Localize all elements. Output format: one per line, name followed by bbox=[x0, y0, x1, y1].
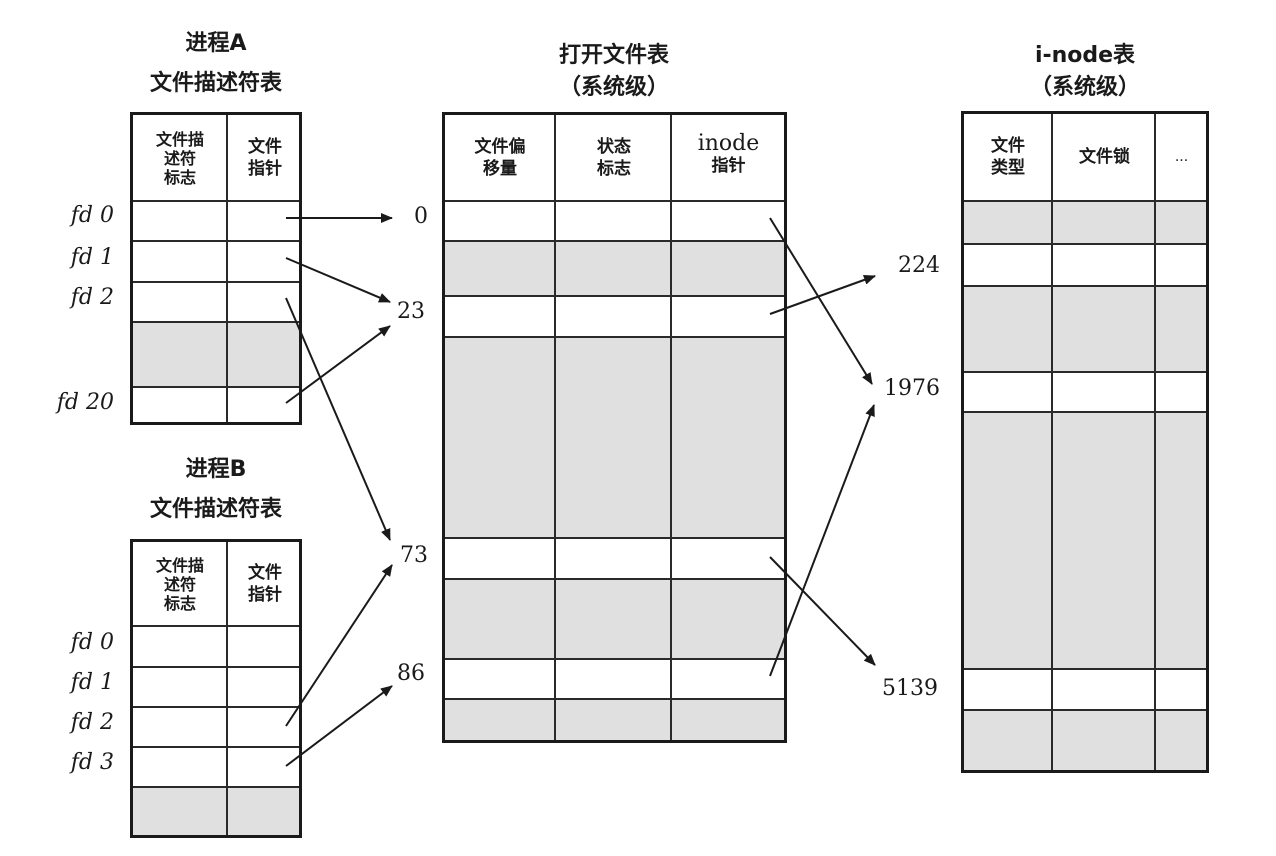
arrow-open-86-to-inode-1976 bbox=[769, 404, 875, 677]
process-b-header-pointer: 文件 指针 bbox=[248, 563, 282, 605]
process-a-title-line1: 进程A bbox=[185, 31, 247, 56]
process-b-fd3-label: fd 3 bbox=[70, 750, 114, 775]
arrow-a-fd20-to-open-23 bbox=[285, 325, 391, 404]
inode-row-unused bbox=[964, 285, 1206, 371]
process-b-fd2-label: fd 2 bbox=[70, 710, 114, 735]
inode-table-title-line2: （系统级） bbox=[1029, 75, 1140, 100]
open-file-table-title-line2: （系统级） bbox=[558, 75, 669, 100]
process-b-fd1-label: fd 1 bbox=[70, 670, 114, 695]
open-file-entry-73-label: 73 bbox=[400, 543, 428, 568]
open-file-row-0 bbox=[445, 200, 784, 240]
inode-row-unused bbox=[964, 411, 1206, 668]
inode-table-title: i-node表 （系统级） bbox=[962, 40, 1208, 104]
open-file-header-inode-en: inode bbox=[697, 131, 760, 156]
inode-table-title-line1: i-node表 bbox=[1034, 43, 1136, 68]
open-file-table: 文件偏 移量 状态 标志 inode 指针 bbox=[442, 112, 787, 743]
process-a-fd20-label: fd 20 bbox=[56, 390, 114, 415]
open-file-entry-86-label: 86 bbox=[397, 661, 425, 686]
arrow-open-73-to-inode-5139 bbox=[769, 556, 876, 666]
process-a-row-fd20 bbox=[133, 386, 299, 422]
arrow-a-fd2-to-open-73 bbox=[285, 297, 391, 541]
open-file-row-unused bbox=[445, 240, 784, 295]
inode-column-divider bbox=[1154, 114, 1156, 770]
inode-row-5139 bbox=[964, 668, 1206, 709]
inode-row-unused bbox=[964, 709, 1206, 770]
open-file-header-offset: 文件偏 移量 bbox=[474, 137, 526, 179]
open-file-column-divider bbox=[554, 115, 556, 740]
open-file-row-unused bbox=[445, 698, 784, 740]
process-a-header-pointer: 文件 指针 bbox=[248, 137, 282, 179]
process-a-header-flags: 文件描 述符 标志 bbox=[155, 129, 204, 187]
process-b-fd0-label: fd 0 bbox=[70, 630, 114, 655]
process-a-column-divider bbox=[226, 115, 228, 422]
process-b-row-fd2 bbox=[133, 706, 299, 746]
process-a-fd-table: 文件描 述符 标志 文件 指针 bbox=[130, 112, 302, 425]
process-b-title-line2: 文件描述符表 bbox=[149, 497, 282, 522]
arrow-b-fd3-to-open-86 bbox=[285, 685, 393, 767]
open-file-table-title: 打开文件表 （系统级） bbox=[442, 40, 786, 104]
inode-column-divider bbox=[1051, 114, 1053, 770]
process-a-row-fd1 bbox=[133, 240, 299, 281]
inode-table: 文件 类型 文件锁 ... bbox=[961, 111, 1209, 773]
inode-header-file-lock: 文件锁 bbox=[1079, 147, 1130, 167]
process-b-header-flags: 文件描 述符 标志 bbox=[155, 555, 204, 613]
open-file-header-inode-pointer: inode 指针 bbox=[673, 115, 784, 195]
inode-row-unused bbox=[964, 200, 1206, 243]
arrow-a-fd1-to-open-23 bbox=[285, 257, 391, 303]
process-b-column-divider bbox=[226, 542, 228, 835]
process-b-row-fd3 bbox=[133, 746, 299, 786]
open-file-table-title-line1: 打开文件表 bbox=[558, 43, 669, 68]
inode-header-more: ... bbox=[1174, 149, 1189, 165]
process-a-fd2-label: fd 2 bbox=[70, 285, 114, 310]
arrow-open-0-to-inode-1976 bbox=[769, 217, 873, 385]
open-file-entry-0-label: 0 bbox=[414, 204, 428, 229]
process-a-title-line2: 文件描述符表 bbox=[149, 71, 282, 96]
open-file-row-73 bbox=[445, 537, 784, 578]
open-file-header-inode-cn: 指针 bbox=[711, 156, 746, 176]
inode-row-1976 bbox=[964, 371, 1206, 411]
inode-entry-5139-label: 5139 bbox=[882, 676, 938, 701]
inode-entry-1976-label: 1976 bbox=[884, 376, 940, 401]
open-file-row-86 bbox=[445, 658, 784, 698]
process-b-row-fd0 bbox=[133, 625, 299, 666]
process-a-row-fd0 bbox=[133, 200, 299, 240]
process-b-row-unused bbox=[133, 786, 299, 835]
process-a-row-unused bbox=[133, 321, 299, 386]
open-file-header-status: 状态 标志 bbox=[597, 137, 631, 179]
process-b-fd-table: 文件描 述符 标志 文件 指针 bbox=[130, 539, 302, 838]
arrow-open-23-to-inode-224 bbox=[769, 275, 876, 315]
process-b-title: 进程B 文件描述符表 bbox=[130, 454, 302, 526]
arrow-b-fd2-to-open-73 bbox=[285, 564, 393, 727]
process-a-row-fd2 bbox=[133, 281, 299, 321]
open-file-row-unused bbox=[445, 578, 784, 658]
open-file-row-unused bbox=[445, 336, 784, 537]
process-a-fd1-label: fd 1 bbox=[70, 245, 114, 270]
process-a-title: 进程A 文件描述符表 bbox=[130, 28, 302, 100]
process-b-title-line1: 进程B bbox=[185, 457, 247, 482]
open-file-row-23 bbox=[445, 295, 784, 336]
open-file-column-divider bbox=[670, 115, 672, 740]
process-a-fd0-label: fd 0 bbox=[70, 203, 114, 228]
open-file-entry-23-label: 23 bbox=[397, 299, 425, 324]
inode-header-file-type: 文件 类型 bbox=[991, 136, 1025, 178]
inode-entry-224-label: 224 bbox=[898, 253, 940, 278]
inode-row-224 bbox=[964, 243, 1206, 285]
process-b-row-fd1 bbox=[133, 666, 299, 706]
